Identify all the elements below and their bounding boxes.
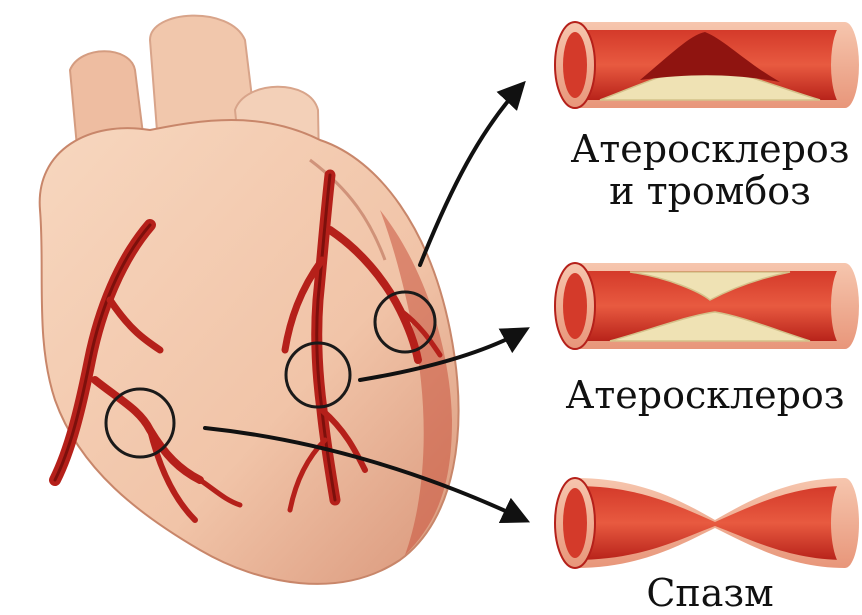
vessel-spasm	[555, 478, 859, 568]
vessel-thrombosis	[555, 22, 859, 108]
caption-atherosclerosis-thrombosis-line1: Атеросклероз	[558, 130, 862, 168]
spasm-lumen	[575, 486, 845, 560]
caption-atherosclerosis: Атеросклероз	[548, 376, 862, 414]
heart-illustration	[40, 16, 459, 584]
vessel-atherosclerosis	[555, 263, 859, 349]
arrow-to-thrombosis	[420, 85, 522, 265]
caption-atherosclerosis-thrombosis-line2: и тромбоз	[558, 172, 862, 210]
caption-spasm: Спазм	[558, 574, 862, 612]
